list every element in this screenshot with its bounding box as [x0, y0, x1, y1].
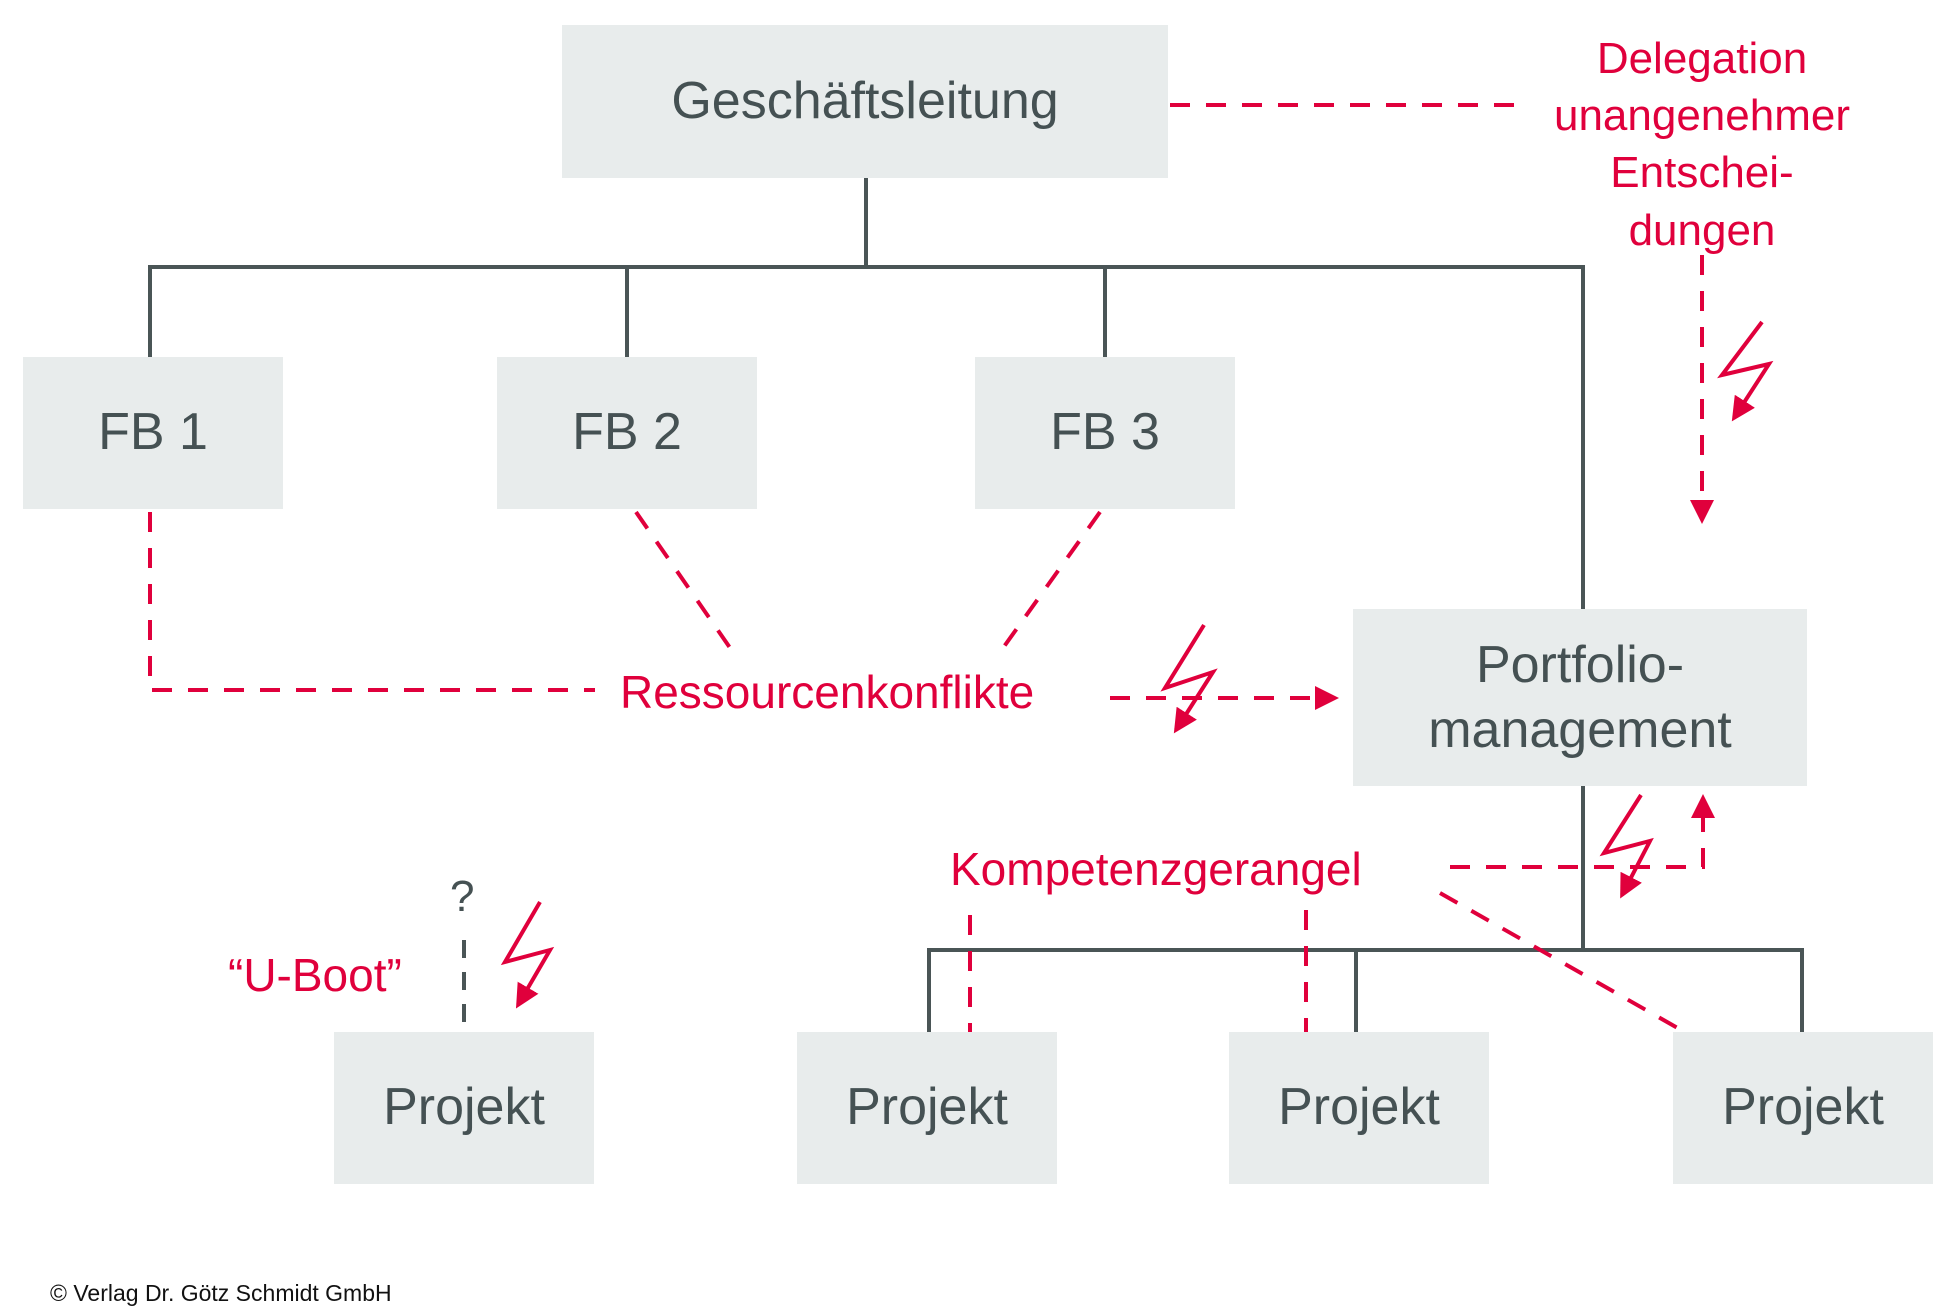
node-label: FB 2	[572, 403, 682, 462]
node-label: Portfolio- management	[1428, 635, 1732, 759]
node-portfoliomanagement: Portfolio- management	[1353, 609, 1807, 786]
node-fb3: FB 3	[975, 357, 1235, 509]
question-mark: ?	[450, 872, 475, 921]
copyright: © Verlag Dr. Götz Schmidt GmbH	[50, 1280, 392, 1306]
ressourcen-label: Ressourcenkonflikte	[620, 666, 1035, 718]
node-label: Projekt	[1722, 1078, 1884, 1137]
node-fb1: FB 1	[23, 357, 283, 509]
lightning-icon	[1599, 793, 1654, 899]
node-label: Projekt	[383, 1078, 545, 1137]
delegation-label: Delegation unangenehmer Entschei- dungen	[1553, 34, 1850, 255]
line-level1-bar	[148, 265, 1585, 609]
node-projekt: Projekt	[1673, 1032, 1933, 1184]
node-label: Projekt	[1278, 1078, 1440, 1137]
uboot-label: “U-Boot”	[228, 949, 402, 1001]
node-fb2: FB 2	[497, 357, 757, 509]
node-projekt: Projekt	[1229, 1032, 1489, 1184]
node-geschaeftsleitung: Geschäftsleitung	[562, 25, 1168, 178]
node-label: Geschäftsleitung	[671, 71, 1059, 130]
node-label: Projekt	[846, 1078, 1008, 1137]
lightning-icon	[1160, 623, 1218, 734]
fb3-resource-dash	[996, 510, 1102, 657]
kompetenz-dash-p4	[1439, 891, 1691, 1037]
lightning-icon	[1717, 320, 1774, 422]
node-label: FB 3	[1050, 403, 1160, 462]
kompetenz-to-pm-arrow	[1450, 794, 1715, 869]
node-label: FB 1	[98, 403, 208, 462]
fb2-resource-dash	[634, 510, 737, 657]
kompetenz-label: Kompetenzgerangel	[950, 843, 1362, 895]
fb1-resource-dash	[148, 512, 595, 692]
node-projekt: Projekt	[797, 1032, 1057, 1184]
line-project-bar	[927, 948, 1804, 1032]
node-projekt-uboot: Projekt	[334, 1032, 594, 1184]
lightning-icon	[500, 900, 555, 1009]
